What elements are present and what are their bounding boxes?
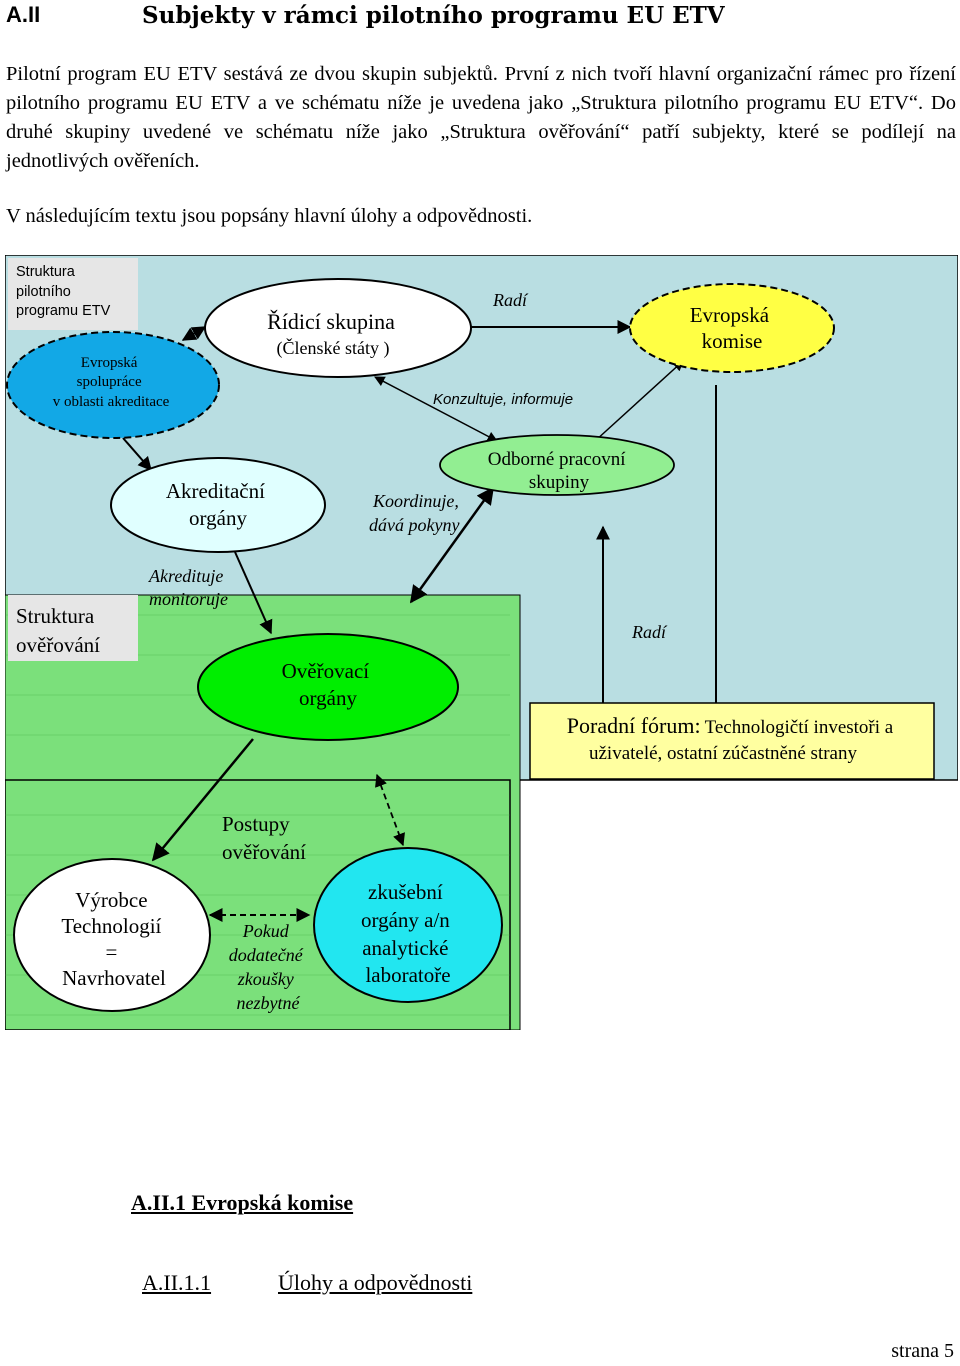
subsubsection-number: A.II.1.1 <box>142 1270 212 1295</box>
subsection-heading: A.II.1 Evropská komise <box>131 1190 354 1215</box>
svg-text:Pokud dodatečné zkoušk: Pokud dodatečné zkoušky nezbytné <box>229 921 307 1013</box>
svg-text:Struktura ověřování: Struktura ověřování <box>16 604 100 657</box>
testing-labs-node <box>313 847 503 1003</box>
page-number: strana 5 <box>891 1340 954 1362</box>
accredits-label: Akredituje <box>148 566 223 586</box>
procedures-label: Postupy <box>222 812 290 836</box>
consults-label: Konzultuje, informuje <box>433 391 573 408</box>
advises-label-top: Radí <box>492 290 529 310</box>
coordinates-label: Koordinuje, <box>372 491 459 511</box>
working-groups-node <box>439 434 675 496</box>
organization-diagram: Struktura pilotního programu ETV Struktu… <box>5 255 958 1030</box>
program-structure-label-box <box>8 258 138 330</box>
svg-text:Evropská spolupráce v: Evropská spolupráce v oblasti akreditace <box>53 355 170 410</box>
steering-group-node <box>204 278 472 378</box>
svg-text:Akreditační orgány: Akreditační orgány <box>166 479 270 530</box>
svg-text:Poradní fórum: Technologičtí i: Poradní fórum: Technologičtí investoři a… <box>567 713 897 764</box>
additional-tests-label: Pokud <box>242 921 290 941</box>
verification-bodies-node <box>197 633 459 741</box>
verification-structure-label: Struktura <box>16 604 95 628</box>
svg-text:Výrobce Technologií =: Výrobce Technologií = Navrhovatel <box>61 888 166 990</box>
svg-text:Struktura pilotního pr: Struktura pilotního programu ETV <box>16 264 111 319</box>
svg-text:Odborné pracovní skupiny: Odborné pracovní skupiny <box>488 449 630 493</box>
section-number: A.II <box>6 2 41 27</box>
producer-node <box>13 858 211 1012</box>
intro-paragraph: Pilotní program EU ETV sestává ze dvou s… <box>6 63 956 172</box>
eu-accreditation-node <box>6 331 220 439</box>
svg-text:Řídicí skupina (Členské st: Řídicí skupina (Členské státy ) <box>267 309 399 359</box>
verification-structure-label-box <box>8 595 138 661</box>
advisory-forum-node <box>529 702 935 780</box>
accreditation-bodies-node <box>110 457 326 553</box>
svg-text:Akredituje monitoruje: Akredituje monitoruje <box>148 566 228 609</box>
svg-text:Koordinuje, dává pokyny: Koordinuje, dává pokyny <box>369 491 463 535</box>
svg-text:Ověřovací orgány: Ověřovací orgány <box>282 659 375 710</box>
program-structure-label: Struktura <box>16 264 76 280</box>
roles-paragraph: V následujícím textu jsou popsány hlavní… <box>6 205 533 227</box>
section-title: Subjekty v rámci pilotního programu EU E… <box>142 2 725 29</box>
svg-text:Evropská komise: Evropská komise <box>690 303 775 353</box>
subsubsection-title: Úlohy a odpovědnosti <box>278 1270 473 1295</box>
european-commission-node <box>629 283 835 373</box>
svg-text:Postupy ověřování: Postupy ověřování <box>222 812 306 864</box>
advises-label-right: Radí <box>631 622 668 642</box>
svg-text:zkušební orgány a/n an: zkušební orgány a/n analytické laboratoř… <box>361 880 455 987</box>
